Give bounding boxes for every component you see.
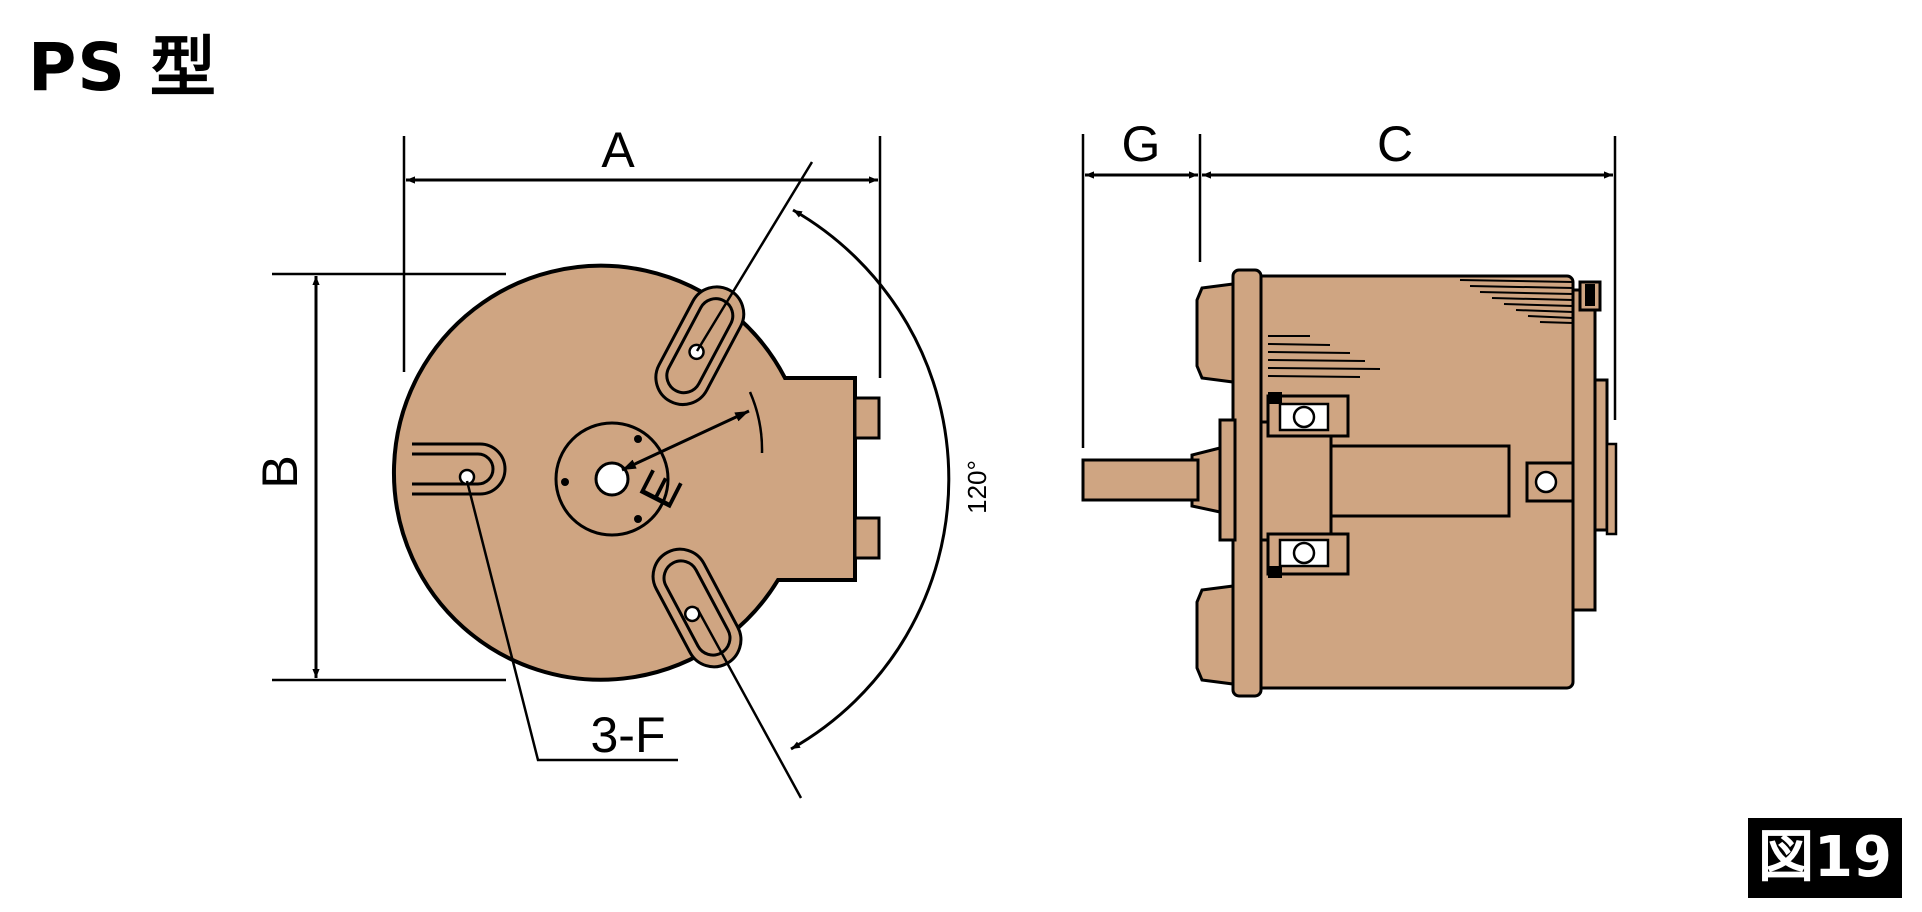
side-view: G C xyxy=(1081,116,1618,698)
flange-cap-top xyxy=(1195,282,1235,384)
shaft-hole xyxy=(594,461,630,497)
terminal-tab-bottom xyxy=(853,516,881,560)
terminal-tab-top xyxy=(853,396,881,440)
hub-boss xyxy=(1218,418,1237,542)
dimension-g-label: G xyxy=(1122,116,1161,172)
shading-hatch xyxy=(1267,279,1574,378)
dimension-e-line xyxy=(621,409,750,472)
mounting-slot-left xyxy=(412,442,507,496)
angle-arc xyxy=(790,208,951,751)
label-3f: 3-F xyxy=(591,707,666,763)
diagram-title: PS 型 xyxy=(28,29,217,106)
flange-plate xyxy=(1231,268,1263,698)
terminal-bottom xyxy=(1266,532,1350,578)
terminal-top xyxy=(1266,392,1350,438)
flange-cap-bottom xyxy=(1195,584,1235,686)
shaft xyxy=(1081,458,1200,502)
angle-label: 120° xyxy=(962,460,992,514)
rear-cover xyxy=(1571,288,1597,612)
front-view: E A B 120° 3-F xyxy=(252,122,992,799)
dimension-c-label: C xyxy=(1377,116,1413,172)
leader-3f xyxy=(465,480,678,762)
dimension-b-label: B xyxy=(252,455,308,488)
figure-number-badge: 図19 xyxy=(1748,818,1902,898)
dimension-a-label: A xyxy=(601,122,635,178)
